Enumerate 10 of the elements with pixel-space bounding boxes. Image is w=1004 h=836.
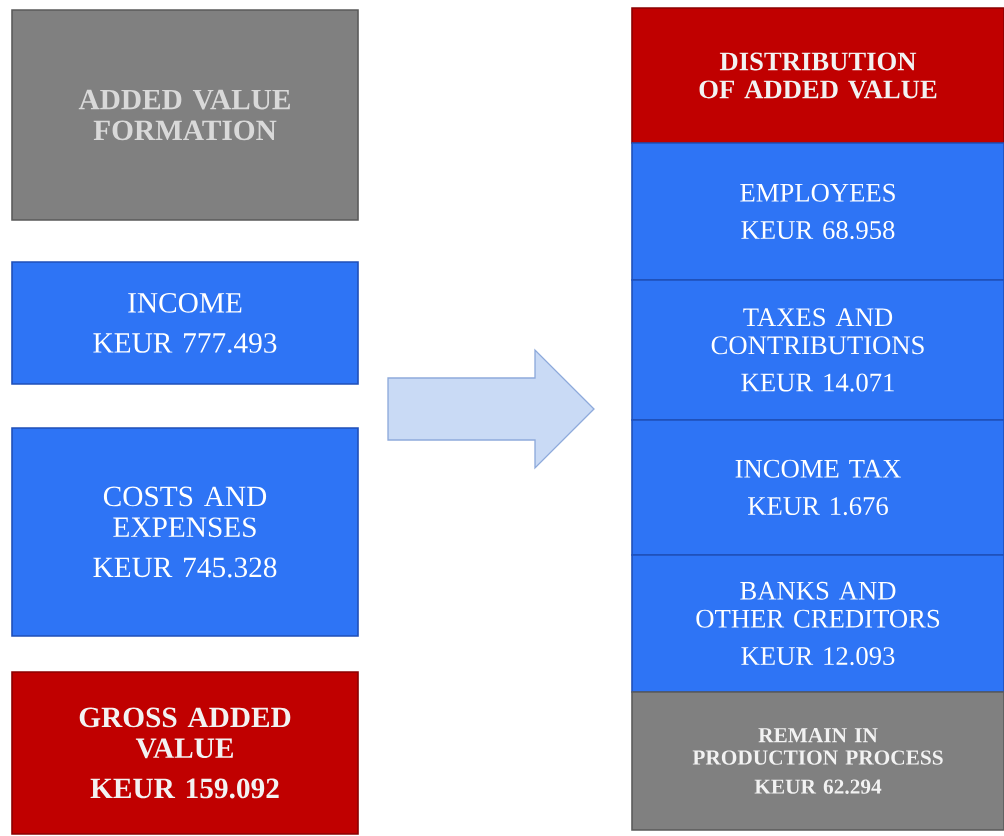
value-box: TAXES AND CONTRIBUTIONS KEUR 14.071 bbox=[631, 279, 1004, 421]
value-box: GROSS ADDED VALUE KEUR 159.092 bbox=[11, 671, 359, 835]
value-box: BANKS AND OTHER CREDITORS KEUR 12.093 bbox=[631, 554, 1004, 693]
value-box: REMAIN IN PRODUCTION PROCESS KEUR 62.294 bbox=[631, 691, 1004, 831]
value-box: DISTRIBUTION OF ADDED VALUE bbox=[631, 7, 1004, 144]
value-box: INCOME KEUR 777.493 bbox=[11, 261, 359, 385]
value-box: INCOME TAX KEUR 1.676 bbox=[631, 419, 1004, 556]
value-box: ADDED VALUE FORMATION bbox=[11, 9, 359, 221]
value-box: COSTS AND EXPENSES KEUR 745.328 bbox=[11, 427, 359, 637]
value-box: EMPLOYEES KEUR 68.958 bbox=[631, 142, 1004, 281]
